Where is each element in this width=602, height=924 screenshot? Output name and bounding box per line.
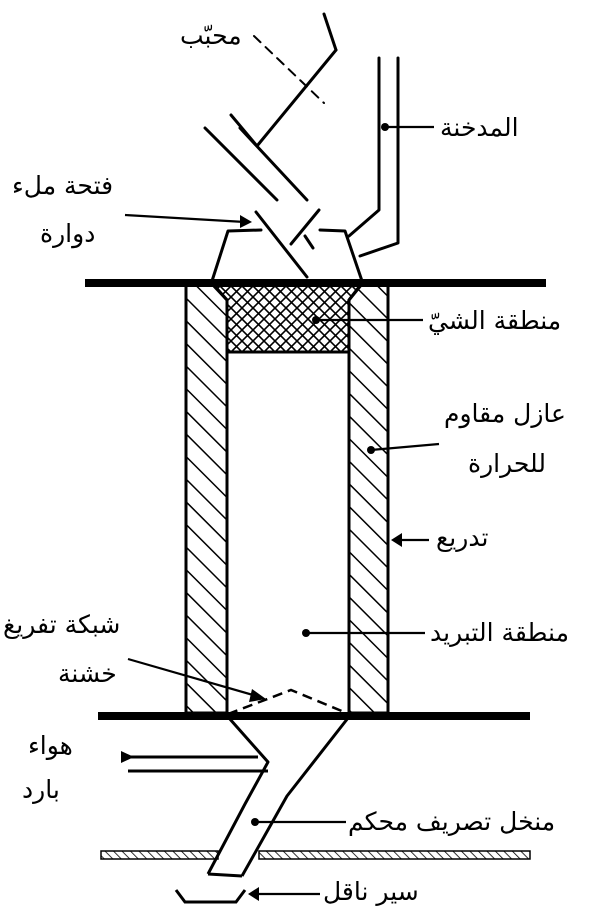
discharge-funnel — [206, 717, 350, 878]
right-insulation-wall — [347, 281, 390, 715]
label-chimney: المدخنة — [440, 113, 519, 142]
label-insulator-2: للحرارة — [468, 449, 546, 478]
label-insulator-1: عازل مقاوم — [444, 399, 566, 428]
label-fill-opening-1: فتحة ملء — [12, 171, 114, 200]
label-fill-opening-2: دوارة — [40, 219, 96, 248]
label-roasting-zone: منطقة الشيّ — [428, 306, 562, 335]
conveyor-belt-shape — [174, 889, 247, 904]
discharge-grate — [227, 688, 350, 716]
conveyor-strip-left — [100, 850, 219, 860]
leader-lines — [124, 125, 440, 896]
label-grate-1: شبكة تفريغ — [3, 610, 121, 639]
label-sifter: محبّب — [180, 21, 242, 50]
label-lining: تدريع — [436, 523, 489, 552]
leader-markers — [121, 123, 402, 901]
roasting-zone-area — [208, 282, 366, 354]
conveyor-strip-right — [258, 850, 531, 860]
chimney-shape — [347, 56, 400, 258]
label-grate-2: خشنة — [58, 659, 117, 688]
label-conveyor-belt: سير ناقل — [323, 877, 419, 906]
label-cold-air-1: هواء — [28, 731, 73, 760]
label-discharge-sieve: منخل تصريف محكم — [348, 807, 556, 836]
left-insulation-wall — [184, 281, 229, 715]
hopper-top — [210, 208, 364, 283]
label-cooling-zone: منطقة التبريد — [430, 618, 569, 647]
label-cold-air-2: بارد — [22, 775, 60, 804]
sifter-shape — [203, 12, 338, 202]
cold-air-pipes — [128, 755, 268, 773]
